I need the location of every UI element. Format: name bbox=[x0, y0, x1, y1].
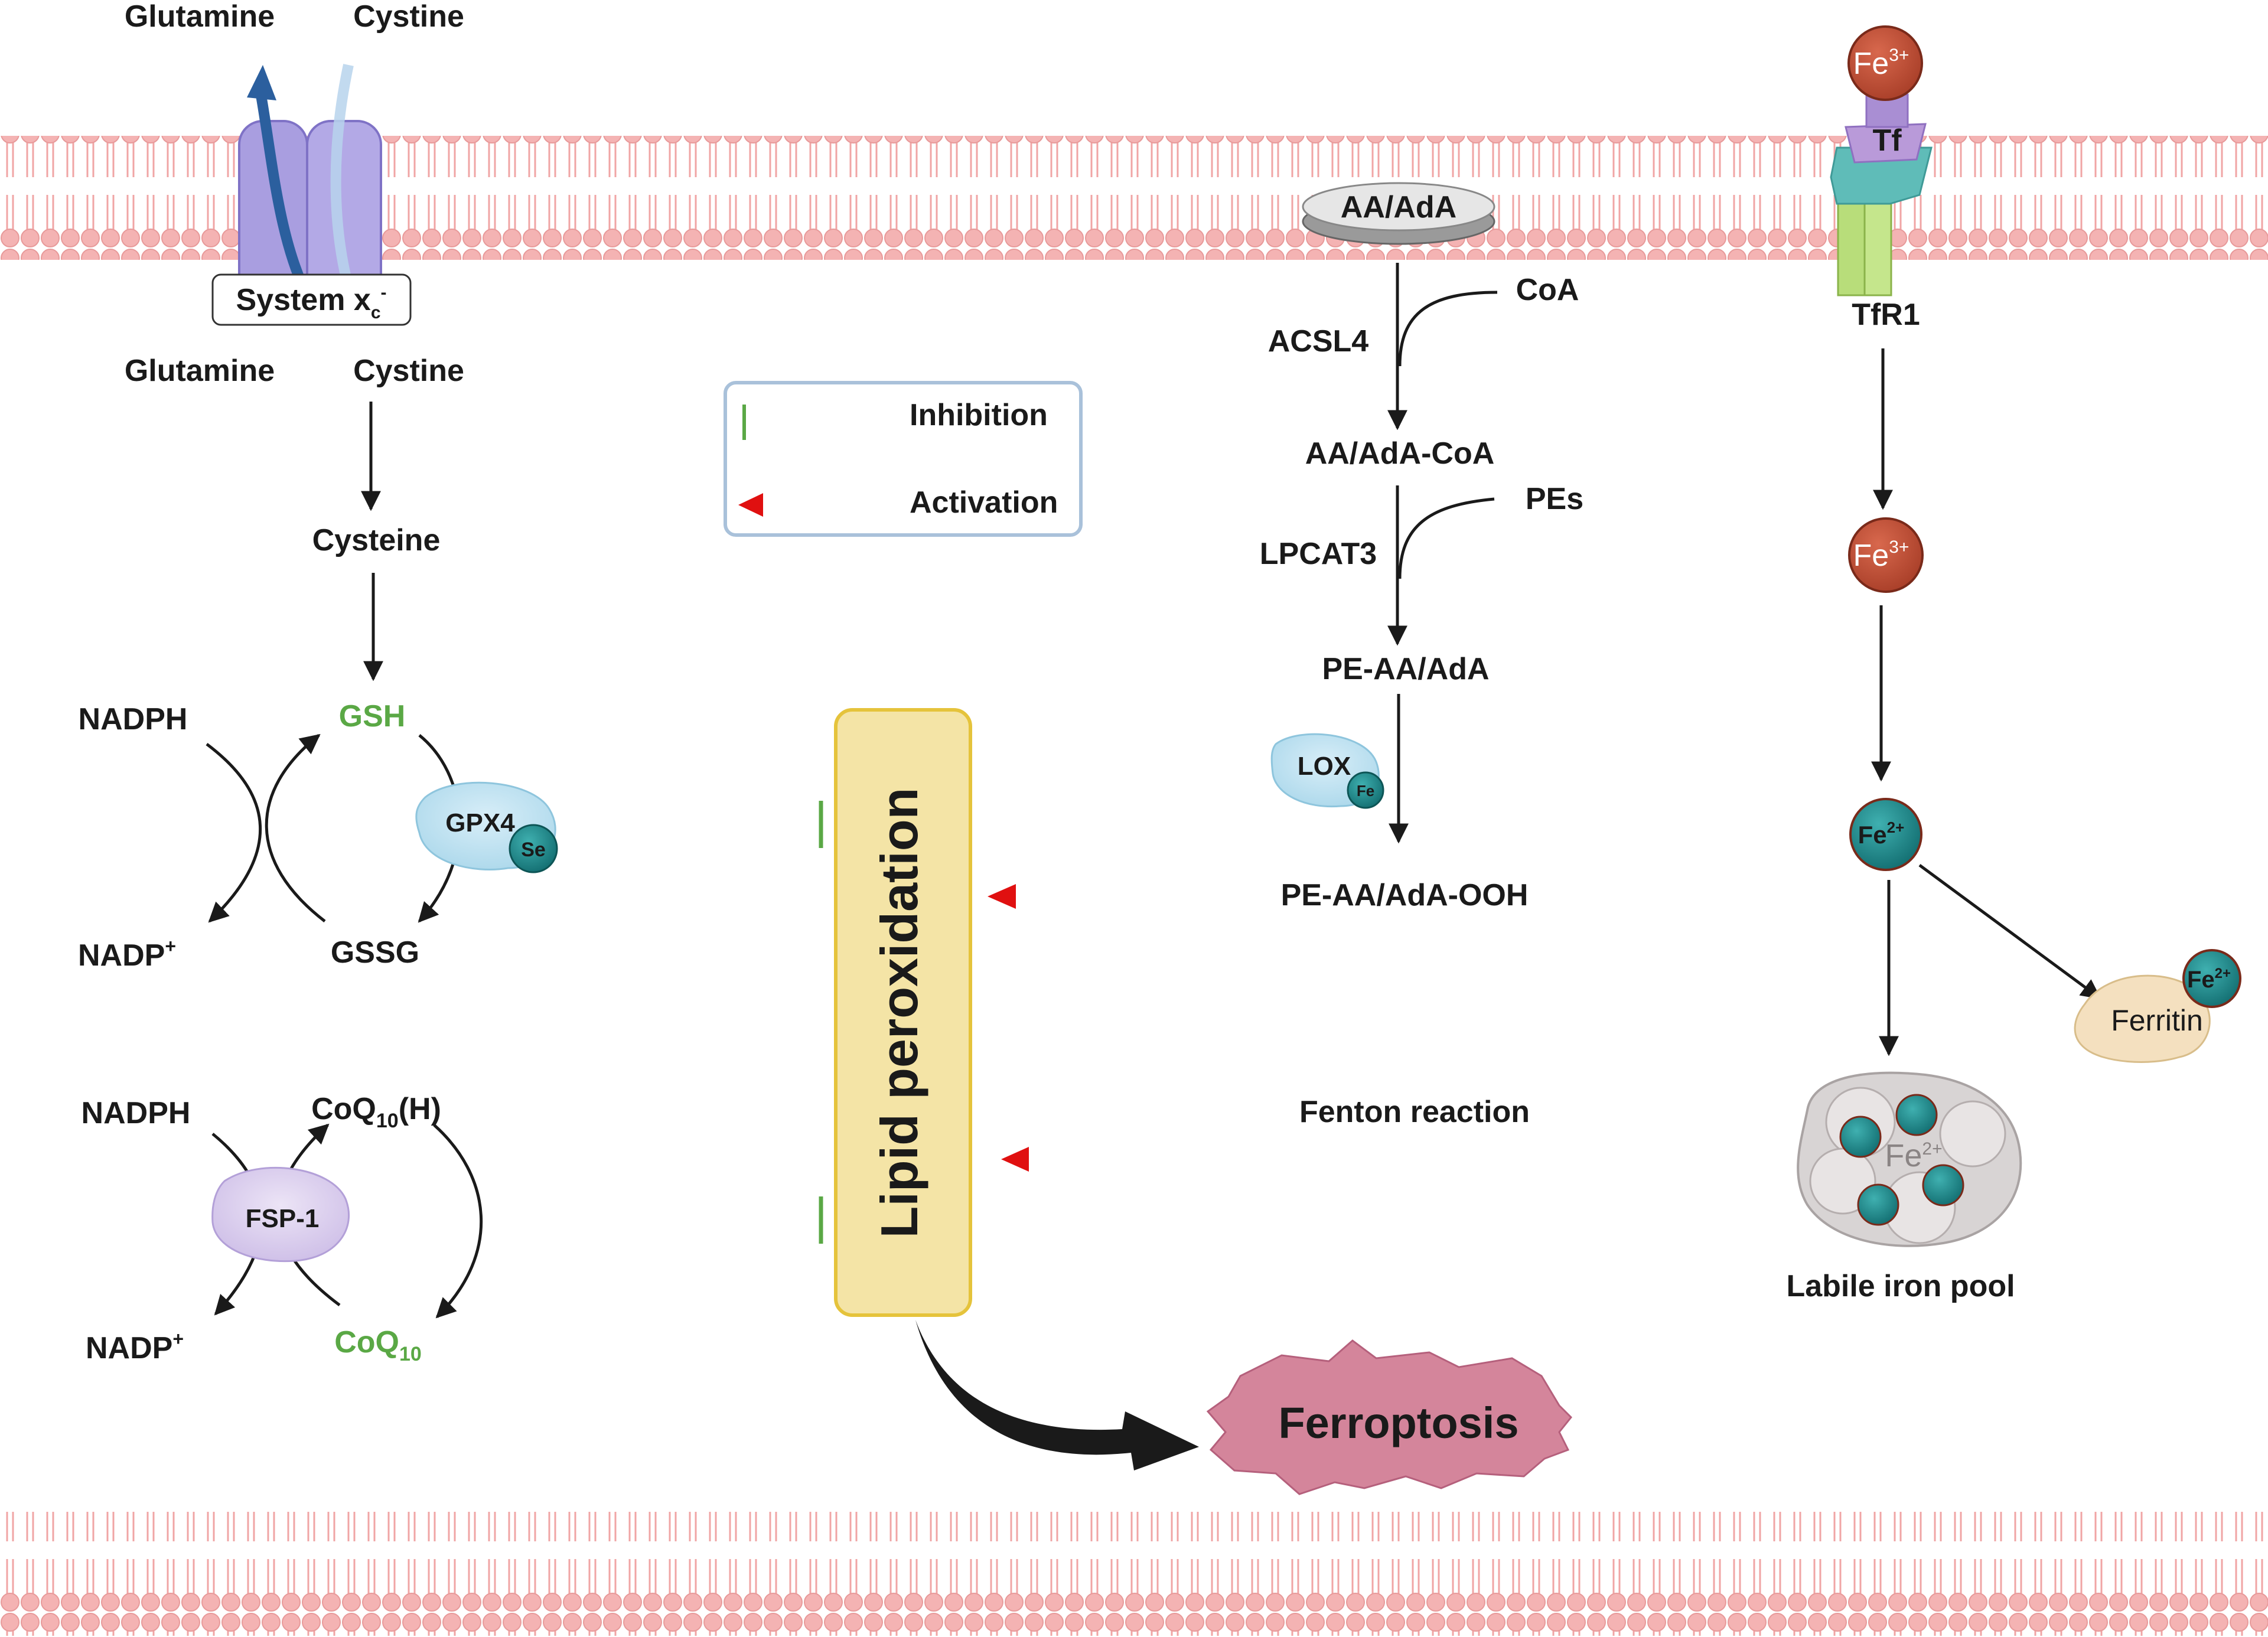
fenton-activation-head bbox=[1001, 1147, 1029, 1172]
labile-iron-pool-label: Labile iron pool bbox=[1786, 1269, 2015, 1303]
legend-activation-head bbox=[738, 493, 763, 517]
peooh-activation-head bbox=[988, 884, 1016, 909]
pes-curve bbox=[1398, 497, 1495, 579]
tfr1-label: TfR1 bbox=[1852, 298, 1920, 332]
gpx4-enzyme bbox=[415, 781, 558, 873]
fe3-top-label: Fe3+ bbox=[1853, 45, 1909, 81]
pool-fe-ion-1 bbox=[1839, 1116, 1882, 1158]
coq10h-to-coq10-curve bbox=[433, 1124, 483, 1319]
coa-curve bbox=[1398, 291, 1498, 367]
cystine-out-label: Cystine bbox=[353, 0, 464, 34]
ferroptosis-label: Ferroptosis bbox=[1278, 1398, 1518, 1447]
ferroptosis-shape bbox=[1206, 1339, 1573, 1495]
fe2-ion bbox=[1849, 798, 1922, 871]
fe3-mid-ion bbox=[1848, 517, 1924, 593]
fsp1-label: FSP-1 bbox=[246, 1204, 320, 1233]
aa-ada-disk bbox=[1302, 182, 1495, 245]
fenton-reaction-label: Fenton reaction bbox=[1299, 1095, 1530, 1129]
lipid-peroxidation-box bbox=[834, 708, 972, 1317]
nadph-label-fsp: NADPH bbox=[82, 1096, 191, 1130]
system-xc-transporter bbox=[211, 64, 412, 326]
fsp1-enzyme bbox=[211, 1166, 350, 1263]
legend-activation-label: Activation bbox=[910, 485, 1058, 520]
cysteine-label: Cysteine bbox=[312, 523, 441, 557]
ferritin-shape bbox=[2074, 974, 2211, 1063]
bottom-membrane bbox=[0, 1512, 2268, 1636]
aa-ada-coa-label: AA/AdA-CoA bbox=[1305, 436, 1495, 471]
gpx4-label: GPX4 bbox=[445, 808, 515, 837]
fe3-mid-label: Fe3+ bbox=[1853, 537, 1909, 573]
transferrin-receptor bbox=[1830, 93, 1933, 296]
nadph-label-gsh: NADPH bbox=[79, 702, 188, 736]
nadp-label-gsh: NADP+ bbox=[78, 935, 176, 973]
ferritin-label: Ferritin bbox=[2111, 1004, 2203, 1037]
legend bbox=[724, 381, 1083, 537]
pool-fe-ion-2 bbox=[1895, 1094, 1938, 1136]
acsl4-label: ACSL4 bbox=[1268, 324, 1369, 358]
fe2-to-ferritin-arrow bbox=[1918, 863, 2101, 1000]
pool-fe-ion-3 bbox=[1857, 1183, 1899, 1226]
gssg-label: GSSG bbox=[331, 935, 419, 970]
tf-label: Tf bbox=[1872, 123, 1902, 158]
ferritin-fe2-ion bbox=[2182, 949, 2241, 1008]
ferritin-fe-label: Fe2+ bbox=[2187, 966, 2231, 993]
lox-label: LOX bbox=[1298, 752, 1351, 781]
system-xc-label: System xc- bbox=[236, 283, 386, 322]
lox-fe-label: Fe bbox=[1357, 782, 1374, 800]
coa-label: CoA bbox=[1516, 273, 1579, 307]
fe3-top-ion bbox=[1847, 25, 1923, 101]
coq10-label: CoQ10 bbox=[334, 1325, 422, 1365]
glutamine-out-label: Glutamine bbox=[125, 0, 275, 34]
pe-aa-ada-label: PE-AA/AdA bbox=[1322, 652, 1489, 686]
nadph-to-nadp-curve bbox=[206, 743, 262, 923]
gsh-label: GSH bbox=[339, 699, 406, 733]
lpcat3-label: LPCAT3 bbox=[1260, 537, 1377, 571]
coq10h-label: CoQ10(H) bbox=[311, 1092, 441, 1132]
nadp-label-fsp: NADP+ bbox=[86, 1328, 184, 1365]
fe2-label: Fe2+ bbox=[1858, 819, 1905, 849]
lipid-to-ferroptosis-arrow bbox=[915, 1320, 1199, 1470]
labile-iron-pool bbox=[1797, 1071, 2022, 1247]
lox-enzyme bbox=[1270, 733, 1384, 809]
gssg-to-gsh-curve bbox=[265, 733, 326, 922]
legend-inhibition-label: Inhibition bbox=[910, 398, 1048, 432]
pool-fe-label: Fe2+ bbox=[1885, 1138, 1942, 1173]
pe-aa-ada-ooh-label: PE-AA/AdA-OOH bbox=[1281, 878, 1529, 912]
system-xc-label-box bbox=[211, 273, 412, 326]
pool-fe-ion-4 bbox=[1922, 1164, 1964, 1206]
pes-label: PEs bbox=[1526, 482, 1583, 516]
cystine-in-label: Cystine bbox=[353, 354, 464, 388]
aa-ada-label: AA/AdA bbox=[1341, 190, 1456, 224]
se-label: Se bbox=[521, 839, 546, 861]
glutamine-in-label: Glutamine bbox=[125, 354, 275, 388]
lipid-peroxidation-label: Lipid peroxidation bbox=[870, 788, 928, 1238]
